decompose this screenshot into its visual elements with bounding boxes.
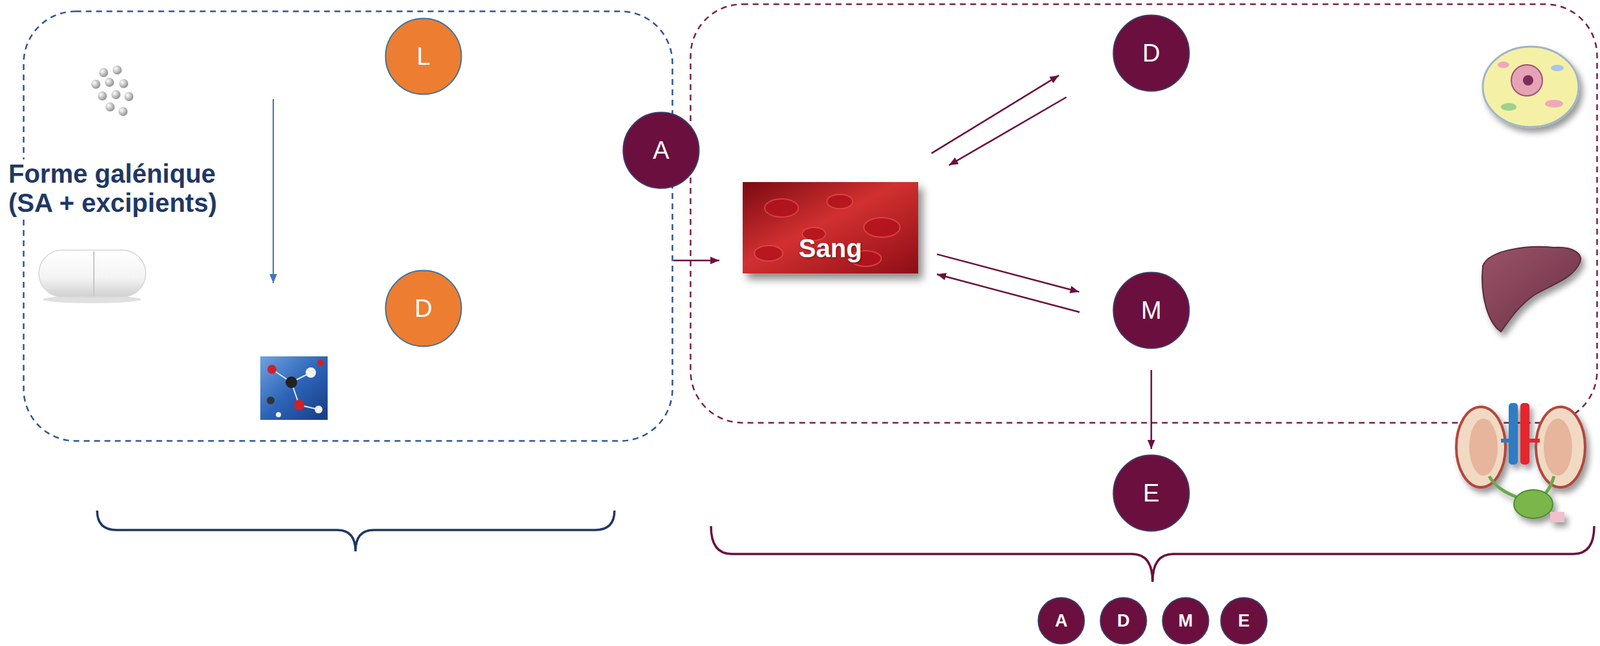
cell-illustration bbox=[1511, 64, 1543, 96]
granule-illustration bbox=[119, 78, 129, 89]
cell-illustration bbox=[1500, 102, 1517, 111]
adme-letter: D bbox=[1099, 596, 1148, 645]
molecule-illustration bbox=[267, 364, 277, 374]
adme-circle: M bbox=[1161, 596, 1210, 645]
pharmacokinetic-phase-brace bbox=[710, 525, 1595, 582]
molecule-illustration bbox=[266, 396, 275, 405]
liberation-arrow bbox=[272, 99, 274, 283]
phase-heading: Forme galénique (SA + excipients) bbox=[8, 159, 236, 218]
metabolism-circle: M bbox=[1112, 271, 1191, 350]
cell-illustration bbox=[1482, 46, 1579, 127]
cell-illustration bbox=[1550, 64, 1564, 72]
cell-illustration bbox=[1522, 75, 1534, 86]
kidney-illustration bbox=[1469, 418, 1498, 476]
pharmaceutical-phase-box: Forme galénique (SA + excipients)LD bbox=[22, 10, 674, 442]
adme-letter: A bbox=[1037, 596, 1086, 645]
step-letter: M bbox=[1112, 271, 1191, 350]
blood-cell bbox=[754, 245, 783, 261]
adme-circle: E bbox=[1219, 596, 1268, 645]
adme-circle: A bbox=[1037, 596, 1086, 645]
kidney-illustration bbox=[1456, 406, 1506, 487]
granule-illustration bbox=[104, 77, 114, 87]
step-letter: A bbox=[622, 111, 700, 190]
molecule-illustration bbox=[260, 356, 328, 420]
molecule-illustration bbox=[305, 367, 316, 378]
molecule-illustration bbox=[260, 356, 328, 420]
distribution-arrow bbox=[931, 75, 1060, 153]
step-letter: L bbox=[384, 17, 463, 96]
cell-illustration bbox=[1497, 61, 1510, 68]
molecule-illustration bbox=[314, 405, 323, 414]
granule-illustration bbox=[91, 65, 134, 116]
cell-illustration bbox=[1482, 46, 1579, 127]
granule-illustration bbox=[111, 90, 121, 100]
adme-letter: E bbox=[1219, 596, 1268, 645]
blood-cell bbox=[764, 198, 799, 217]
molecule-illustration bbox=[293, 399, 305, 410]
return-arrow bbox=[936, 273, 1080, 313]
elimination-arrow bbox=[1150, 369, 1153, 449]
blood-label: Sang bbox=[742, 232, 919, 264]
pharmacokinetic-phase-box: D SangM bbox=[689, 3, 1599, 424]
adme-letter: M bbox=[1161, 596, 1210, 645]
molecule-illustration bbox=[317, 359, 324, 366]
kidney-illustration bbox=[1520, 402, 1530, 465]
kidney-illustration bbox=[1541, 475, 1555, 498]
cell-illustration bbox=[1544, 99, 1564, 108]
granule-illustration bbox=[105, 102, 115, 112]
molecule-illustration bbox=[275, 411, 282, 417]
blood-image bbox=[742, 181, 919, 274]
kidney-illustration bbox=[1550, 511, 1565, 522]
kidney-illustration bbox=[1456, 402, 1586, 522]
blood-box: Sang bbox=[742, 181, 919, 274]
capsule-illustration bbox=[38, 249, 146, 297]
molecule-illustration bbox=[285, 376, 298, 388]
liver-illustration bbox=[1482, 246, 1581, 332]
kidney-illustration bbox=[1543, 418, 1573, 476]
granule-illustration bbox=[99, 67, 109, 78]
pharmaceutical-phase-brace bbox=[97, 510, 615, 552]
granule-illustration bbox=[124, 91, 134, 102]
metabolism-arrow bbox=[936, 253, 1080, 292]
dashed-border bbox=[690, 4, 1598, 423]
pharmaceutical-phase-box-outline bbox=[22, 10, 674, 442]
liberation-circle: L bbox=[384, 17, 463, 96]
blood-cell bbox=[863, 217, 901, 237]
kidney-illustration bbox=[1535, 406, 1586, 487]
kidney-illustration bbox=[1489, 475, 1525, 500]
step-letter: D bbox=[1112, 14, 1191, 92]
granule-illustration bbox=[112, 65, 122, 75]
kidney-illustration bbox=[1513, 489, 1553, 519]
absorption-circle: A bbox=[622, 111, 700, 190]
liver-illustration bbox=[1482, 246, 1581, 332]
capsule-illustration bbox=[38, 249, 146, 304]
distribution-circle: D bbox=[1112, 14, 1191, 92]
dissolution-circle: D bbox=[384, 269, 463, 348]
granule-illustration bbox=[118, 106, 128, 116]
step-letter: D bbox=[384, 269, 463, 348]
kidney-illustration bbox=[1528, 438, 1540, 443]
elimination-circle: E bbox=[1112, 453, 1191, 532]
granule-illustration bbox=[91, 79, 101, 89]
adme-circle: D bbox=[1099, 596, 1148, 645]
kidney-illustration bbox=[1500, 438, 1510, 443]
kidney-illustration bbox=[1508, 402, 1518, 465]
dashed-border bbox=[23, 11, 673, 441]
redistribution-arrow bbox=[949, 97, 1067, 166]
granule-illustration bbox=[97, 91, 107, 101]
absorption-arrow bbox=[673, 259, 720, 262]
capsule-illustration bbox=[93, 251, 95, 296]
blood-cell bbox=[826, 194, 853, 209]
step-letter: E bbox=[1112, 453, 1191, 532]
